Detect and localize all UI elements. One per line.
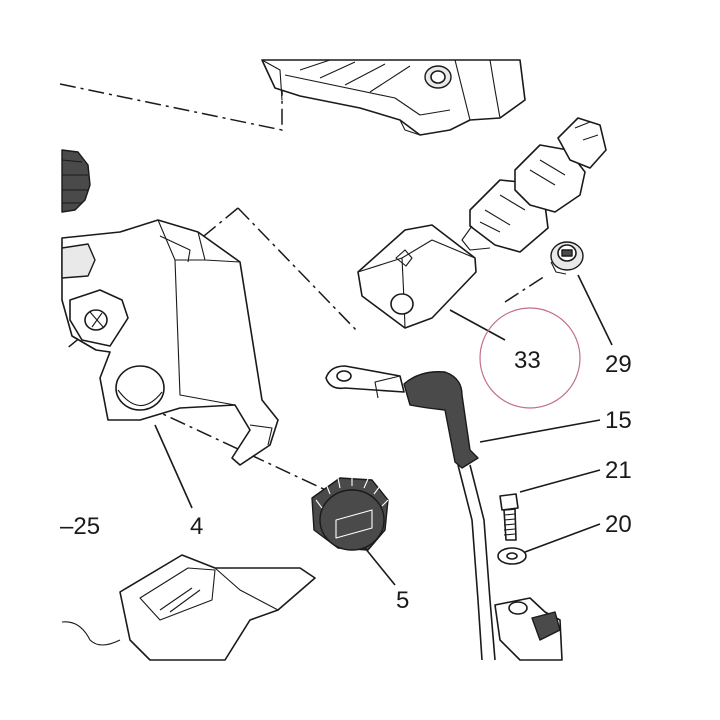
callout-21: 21 <box>605 457 632 484</box>
callout-20: 20 <box>605 511 632 538</box>
screw-part-29 <box>550 241 584 275</box>
callout-29: 29 <box>605 351 632 378</box>
washer-part-20 <box>497 547 527 565</box>
leader-lines <box>154 274 613 586</box>
lower-frame <box>61 554 316 661</box>
bolt-part-21 <box>499 493 519 541</box>
callout-25: –25 <box>60 513 100 540</box>
ground-cable-part-15 <box>325 365 496 661</box>
rubber-cap-part-5 <box>311 476 389 551</box>
frame-casting <box>261 59 526 136</box>
callout-33: 33 <box>514 347 541 374</box>
lower-mount <box>494 597 563 661</box>
callout-4: 4 <box>190 513 203 540</box>
callout-labels: 33 29 15 21 20 –25 4 5 <box>60 347 632 614</box>
callout-5: 5 <box>396 587 409 614</box>
rubber-grommet-left <box>61 149 91 213</box>
highlight-ring <box>479 307 581 409</box>
electrical-connector <box>461 117 607 253</box>
bracket-part-4 <box>61 219 279 466</box>
cover-part-33 <box>357 224 477 329</box>
callout-15: 15 <box>605 407 632 434</box>
